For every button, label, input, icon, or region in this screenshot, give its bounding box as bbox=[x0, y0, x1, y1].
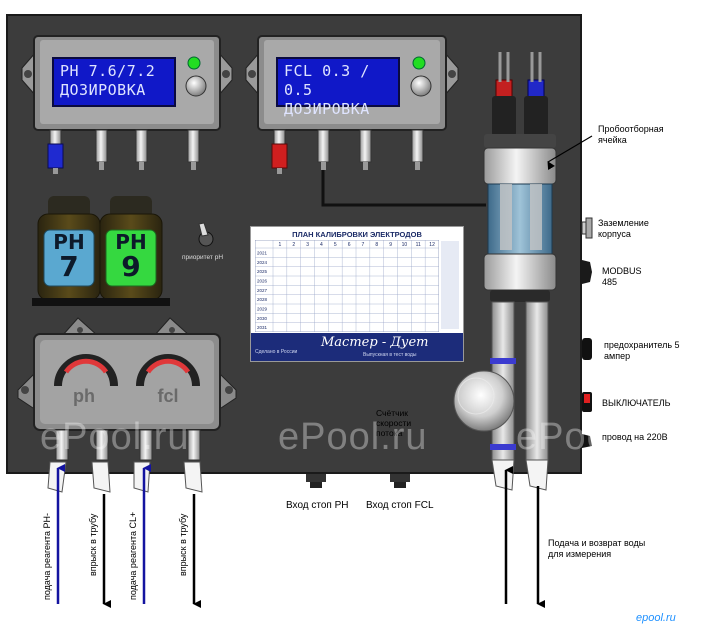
pump-fcl-label: fcl bbox=[157, 386, 179, 406]
bottle-ph7-label: PH bbox=[53, 230, 85, 254]
power-cable-label: провод на 220В bbox=[602, 432, 668, 442]
calibration-month-9: 9 bbox=[389, 242, 392, 248]
stop-fcl-label: Вход стоп FCL bbox=[366, 500, 434, 511]
fcl-status-led-icon bbox=[412, 56, 426, 70]
calibration-month-1: 1 bbox=[279, 242, 282, 248]
calibration-year-2030: 2030 bbox=[257, 316, 268, 321]
calibration-year-2024: 2024 bbox=[257, 260, 268, 265]
stop-fcl-connector-icon[interactable] bbox=[390, 474, 410, 488]
ph-priority-label: приоритет pH bbox=[182, 254, 224, 261]
epool-logo: epool.ru bbox=[636, 612, 676, 624]
calibration-month-12: 12 bbox=[429, 242, 435, 248]
calibration-year-2025: 2025 bbox=[257, 269, 268, 274]
flow-counter-label: Счётчик скорости потока bbox=[376, 408, 412, 438]
flow-meter-icon bbox=[453, 370, 515, 432]
calibration-footer: Мастер - Дует Сделано в России Выпускная… bbox=[251, 333, 463, 361]
probe-cell bbox=[483, 52, 557, 491]
calibration-month-11: 11 bbox=[416, 242, 421, 248]
fcl-display-line2: ДОЗИРОВКА bbox=[284, 100, 370, 118]
calibration-title: ПЛАН КАЛИБРОВКИ ЭЛЕКТРОДОВ bbox=[292, 230, 422, 239]
power-switch-label: ВЫКЛЮЧАТЕЛЬ bbox=[602, 398, 671, 408]
dosing-pumps bbox=[17, 317, 237, 461]
water-supply-label: Подача и возврат воды для измерения bbox=[548, 538, 646, 559]
power-cable-icon bbox=[582, 434, 592, 448]
reagent-ph-label: подача реагента PH- bbox=[42, 512, 52, 600]
calibration-month-2: 2 bbox=[292, 242, 295, 248]
probe-cell-label: Пробоотборная ячейка bbox=[598, 124, 664, 145]
calibration-month-4: 4 bbox=[320, 242, 323, 248]
stop-ph-label: Вход стоп PH bbox=[286, 500, 349, 511]
ph-priority-switch[interactable] bbox=[198, 222, 214, 247]
bottle-ph9-value: 9 bbox=[121, 250, 141, 283]
fuse-holder-icon[interactable] bbox=[582, 338, 592, 360]
calibration-year-2027: 2027 bbox=[257, 288, 268, 293]
fuse-label: предохранитель 5 ампер bbox=[604, 340, 680, 361]
inject-2-label: впрыск в трубу bbox=[178, 513, 188, 576]
fcl-display: FCL 0.3 / 0.5 ДОЗИРОВКА bbox=[276, 57, 400, 118]
calibration-footer-right: Выпускная в тест воды bbox=[363, 352, 417, 358]
ground-terminal-icon bbox=[581, 217, 593, 239]
ph-status-led-icon bbox=[187, 56, 201, 70]
calibration-side-strip bbox=[441, 241, 459, 329]
ph-display-line2: ДОЗИРОВКА bbox=[60, 81, 146, 99]
modbus-label: MODBUS 485 bbox=[602, 266, 642, 287]
fcl-knob-icon bbox=[410, 75, 432, 97]
calibration-year-2029: 2029 bbox=[257, 307, 268, 312]
calibration-brand: Мастер - Дует bbox=[321, 335, 429, 350]
inject-1-label: впрыск в трубу bbox=[88, 513, 98, 576]
calibration-month-8: 8 bbox=[375, 242, 378, 248]
modbus-connector-icon[interactable] bbox=[582, 260, 592, 284]
ground-label: Заземление корпуса bbox=[598, 218, 649, 239]
bottle-ph9-label: PH bbox=[115, 230, 147, 254]
watermark-1: ePool.ru bbox=[40, 416, 190, 458]
ph-display-line1: PH 7.6/7.2 bbox=[60, 62, 156, 80]
calibration-year-2021: 2021 bbox=[257, 251, 268, 256]
calibration-month-3: 3 bbox=[306, 242, 309, 248]
calibration-year-2031: 2031 bbox=[257, 325, 268, 330]
calibration-month-10: 10 bbox=[402, 242, 408, 248]
ph-display: PH 7.6/7.2 ДОЗИРОВКА bbox=[52, 57, 176, 107]
calibration-month-7: 7 bbox=[362, 242, 365, 248]
calibration-footer-left: Сделано в России bbox=[255, 349, 298, 355]
reagent-cl-label: подача реагента CL+ bbox=[128, 511, 138, 600]
calibration-year-2026: 2026 bbox=[257, 279, 268, 284]
bottle-ph7-value: 7 bbox=[59, 250, 79, 283]
calibration-month-5: 5 bbox=[334, 242, 337, 248]
watermark-3: ePool.ru bbox=[516, 416, 666, 458]
power-switch-icon[interactable] bbox=[582, 392, 592, 412]
stop-ph-connector-icon[interactable] bbox=[306, 474, 326, 488]
calibration-year-2028: 2028 bbox=[257, 297, 268, 302]
ph-knob-icon bbox=[185, 75, 207, 97]
pump-ph-label: ph bbox=[73, 386, 95, 406]
watermark-2: ePool.ru bbox=[278, 416, 428, 458]
calibration-month-6: 6 bbox=[348, 242, 351, 248]
buffer-bottles bbox=[32, 196, 170, 306]
fcl-display-line1: FCL 0.3 / 0.5 bbox=[284, 62, 370, 99]
